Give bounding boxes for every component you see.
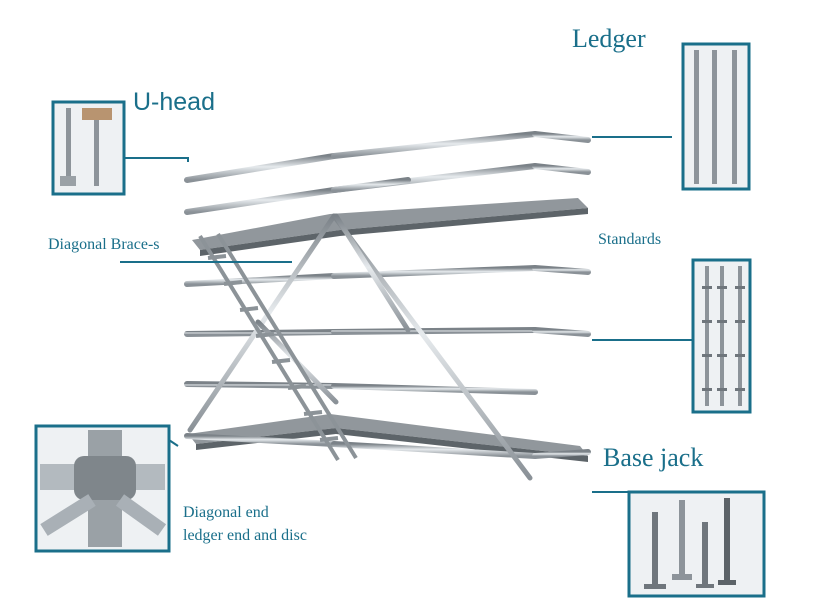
diagonal-brace-label: Diagonal Brace-s bbox=[48, 236, 160, 253]
diagonal-end-label-line1: Diagonal end bbox=[183, 504, 269, 521]
u-head-inset bbox=[51, 100, 126, 196]
u-head-label: U-head bbox=[133, 88, 215, 116]
diagonal-end-label-line2: ledger end and disc bbox=[183, 527, 307, 544]
standards-inset bbox=[691, 258, 752, 414]
ledger-inset bbox=[681, 42, 751, 191]
base-jack-label: Base jack bbox=[603, 443, 704, 472]
deck-upper bbox=[192, 198, 588, 256]
ledger-label: Ledger bbox=[572, 24, 646, 53]
deck-lower bbox=[188, 414, 588, 462]
standards-label: Standards bbox=[598, 231, 662, 248]
stair bbox=[198, 232, 358, 462]
diagonal-end-detail-inset bbox=[34, 424, 171, 553]
base-jack-inset bbox=[627, 490, 766, 598]
